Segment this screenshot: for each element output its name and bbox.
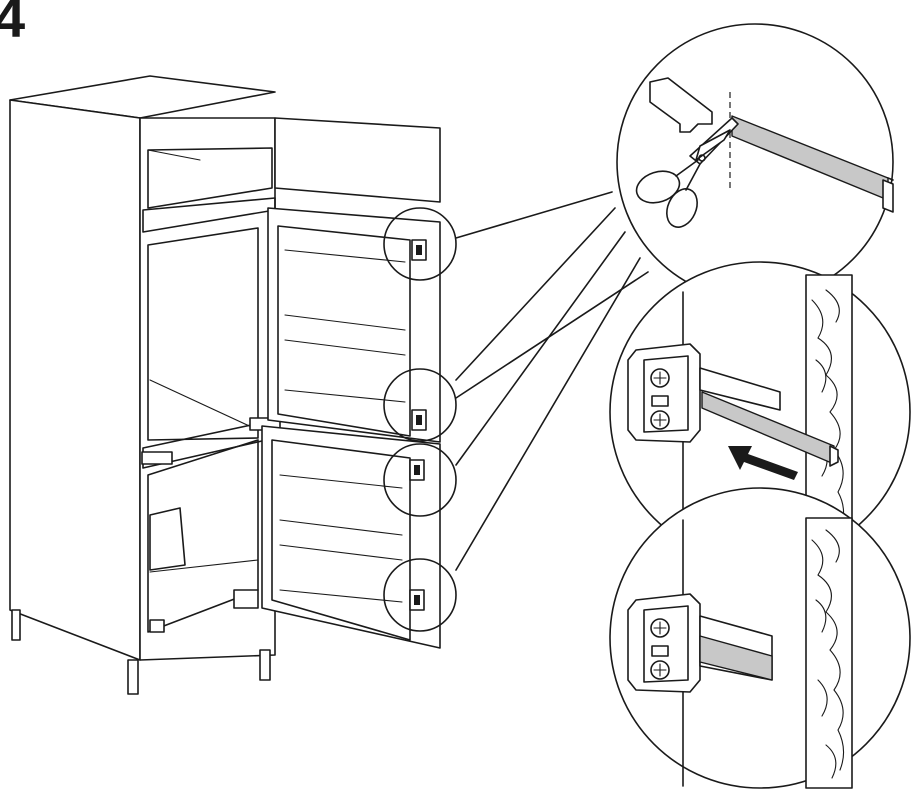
hinge-callout-circles — [383, 207, 457, 632]
detail-insert-strip — [609, 261, 911, 563]
cabinet — [9, 75, 281, 695]
top-door-panel — [274, 117, 441, 203]
leader-lines — [455, 191, 649, 571]
detail-strip-in-place — [609, 487, 911, 789]
upper-fridge-door — [267, 207, 441, 443]
scissors-icon — [635, 117, 739, 228]
detail-cut-tape — [616, 23, 894, 301]
step-number: 4 — [0, 0, 26, 49]
lower-fridge-door — [261, 425, 441, 649]
arrow-left-icon — [728, 446, 798, 480]
